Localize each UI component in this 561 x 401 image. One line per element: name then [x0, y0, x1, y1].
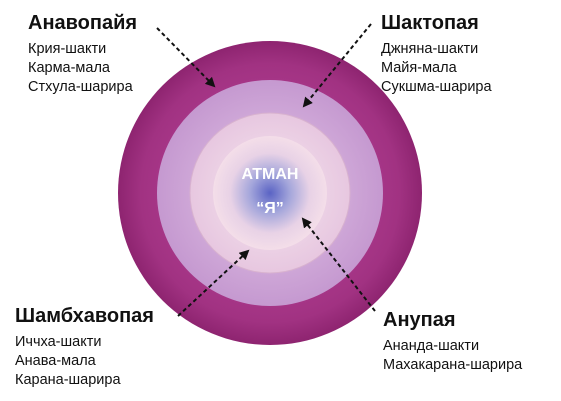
block-title: Шактопая: [381, 12, 479, 34]
block-item: Ананда-шакти: [383, 338, 480, 354]
block-anavopaya: Анавопайя Крия-шакти Карма-мала Стхула-ш…: [28, 12, 137, 97]
block-item: Крия-шакти: [28, 41, 107, 57]
block-item: Майя-мала: [381, 60, 457, 76]
block-item: Иччха-шакти: [15, 334, 102, 350]
core-circle: [213, 136, 327, 250]
block-title: Анупая: [383, 309, 456, 331]
block-item: Махакарана-шарира: [383, 357, 523, 373]
block-shambhavopaya: Шамбхавопая Иччха-шакти Анава-мала Каран…: [15, 305, 154, 390]
block-item: Джняна-шакти: [381, 41, 479, 57]
block-item: Сукшма-шарира: [381, 79, 492, 95]
inner-ring-line: [189, 112, 351, 274]
arrow-bottom-right: [301, 217, 376, 312]
block-title: Анавопайя: [28, 12, 138, 34]
center-label-atman: АТМАН: [241, 166, 299, 183]
block-title: Шамбхавопая: [15, 305, 154, 327]
center-label-ya: “Я”: [256, 200, 284, 217]
block-shaktopaya: Шактопая Джняна-шакти Майя-мала Сукшма-ш…: [381, 12, 492, 97]
arrow-top-right: [302, 23, 372, 108]
block-item: Карана-шарира: [15, 372, 121, 388]
block-item: Анава-мала: [15, 353, 96, 369]
arrow-bottom-left: [177, 249, 250, 317]
block-item: Карма-мала: [28, 60, 110, 76]
block-item: Стхула-шарира: [28, 79, 133, 95]
block-anupaya: Анупая Ананда-шакти Махакарана-шарира: [383, 309, 522, 375]
